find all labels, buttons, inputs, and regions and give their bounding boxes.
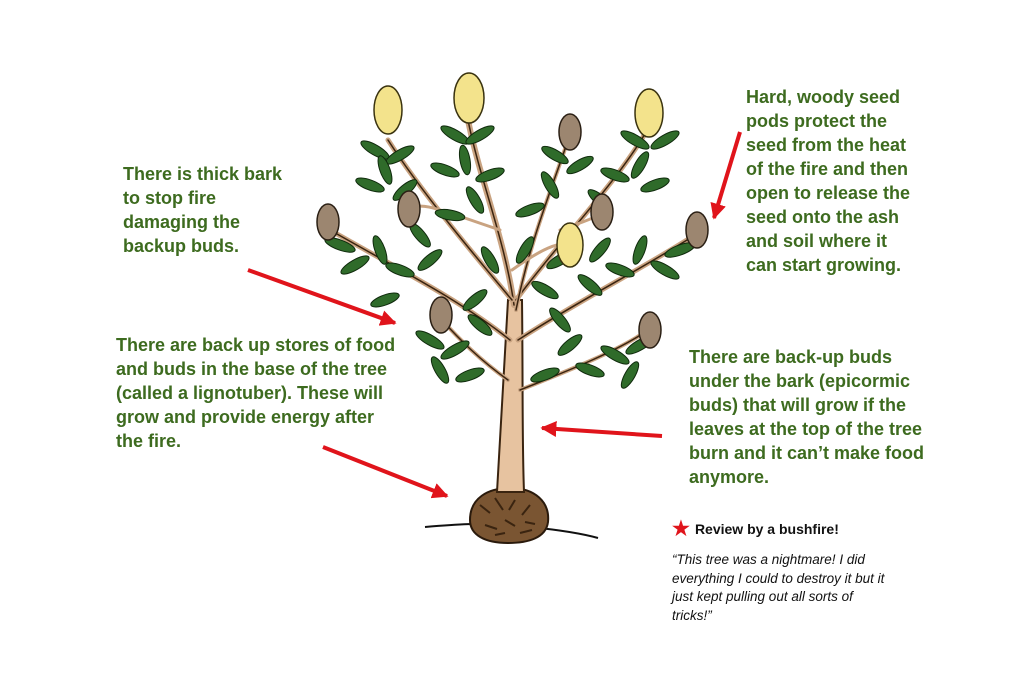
lignotuber bbox=[468, 486, 550, 545]
arrow-thick-bark bbox=[247, 268, 397, 326]
annotation-epicormic-buds: There are back-up buds under the bark (e… bbox=[689, 347, 925, 487]
arrow-lignotuber bbox=[322, 445, 449, 499]
banksia-flowers bbox=[373, 72, 664, 268]
annotation-seed-pods: Hard, woody seed pods protect the seed f… bbox=[746, 87, 911, 275]
annotation-lignotuber: There are back up stores of food and bud… bbox=[116, 335, 396, 451]
star-icon: ★ bbox=[672, 518, 690, 540]
arrow-epicormic bbox=[540, 420, 663, 438]
review-heading: ★ Review by a bushfire! bbox=[672, 519, 839, 539]
annotation-thick-bark: There is thick bark to stop fire damagin… bbox=[123, 164, 283, 256]
trunk bbox=[495, 299, 526, 493]
foliage bbox=[324, 125, 696, 389]
review-heading-text: Review by a bushfire! bbox=[694, 521, 839, 537]
seed-pods bbox=[316, 113, 709, 349]
review-quote: “This tree was a nightmare! I did everyt… bbox=[672, 552, 885, 623]
arrow-seed-pods bbox=[710, 131, 742, 220]
